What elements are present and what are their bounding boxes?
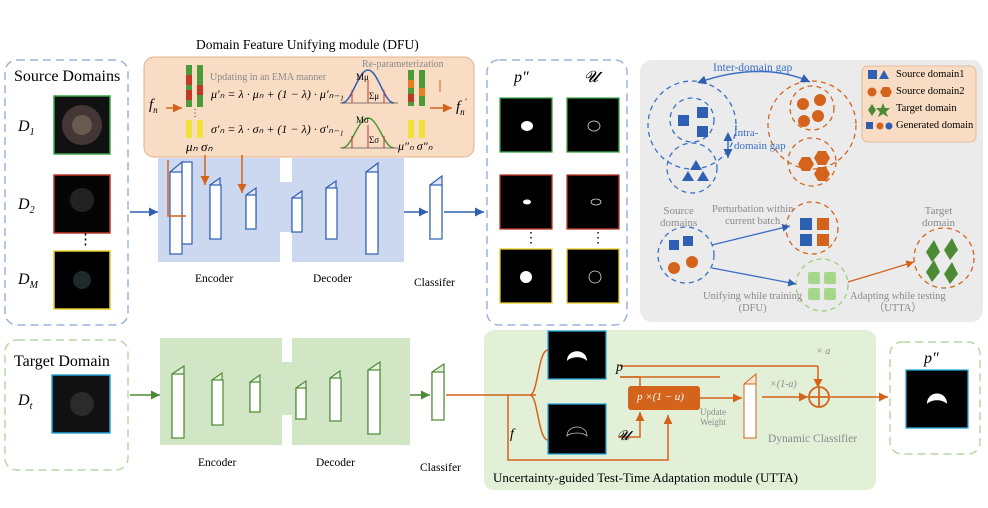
unifying-label: Unifying while training (DFU) bbox=[703, 291, 803, 314]
dfu-title: Domain Feature Unifying module (DFU) bbox=[196, 37, 419, 52]
target-decoder bbox=[295, 360, 381, 436]
col-u-label: 𝓤 bbox=[584, 69, 599, 86]
dfu-feature-right bbox=[408, 70, 425, 138]
source-encoder bbox=[169, 160, 257, 256]
dfu-feature-left: ⋮ bbox=[186, 65, 203, 138]
ema-note: Updating in an EMA manner bbox=[210, 72, 327, 83]
target-domain-panel bbox=[4, 339, 129, 471]
weight-op-label: p ×(1 − u) bbox=[637, 391, 684, 403]
legend-item-3: Target domain bbox=[896, 103, 957, 114]
svg-text:⋮: ⋮ bbox=[190, 108, 200, 119]
target-output-panel bbox=[889, 341, 981, 455]
update-weight-label: Update Weight bbox=[700, 407, 726, 428]
perturb-label: Perturbation within current batch bbox=[712, 204, 794, 227]
utta-f-label: f bbox=[510, 427, 514, 442]
target-classifier-label: Classifer bbox=[420, 462, 461, 474]
legend-item-2: Source domain2 bbox=[896, 86, 965, 97]
eq-mu: μ′ₙ = λ · μₙ + (1 − λ) · μ′ₙ₋₁ bbox=[211, 87, 344, 101]
reparam-note: Re-parameterization bbox=[362, 59, 444, 70]
intra-gap-label: Intra- domain gap bbox=[734, 127, 786, 152]
label-dt: Dt bbox=[18, 392, 33, 413]
mu-sigma-in: μₙ σₙ bbox=[186, 139, 213, 154]
sigma-mu-label: Σμ bbox=[369, 91, 380, 101]
inter-gap-label: Inter-domain gap bbox=[713, 62, 793, 74]
eq-sigma: σ′ₙ = λ · σₙ + (1 − λ) · σ′ₙ₋₁ bbox=[211, 122, 344, 136]
target-encoder bbox=[171, 364, 261, 440]
target-decoder-label: Decoder bbox=[316, 457, 355, 469]
gaussian-sigma bbox=[341, 117, 395, 149]
source-classifier-block bbox=[429, 174, 443, 241]
source-classifier-label: Classifer bbox=[414, 277, 455, 289]
source-decoder bbox=[291, 161, 379, 256]
label-d1: D1 bbox=[18, 118, 35, 139]
target-classifier-block bbox=[431, 362, 445, 422]
dfu-box bbox=[143, 56, 475, 158]
adapting-label: Adapting while testing （UTTA） bbox=[850, 291, 946, 314]
target-domain-title: Target Domain bbox=[14, 353, 110, 370]
source-domains-panel bbox=[4, 59, 129, 326]
sum-node bbox=[808, 386, 830, 408]
sigma-sigma-label: Σσ bbox=[369, 135, 380, 145]
gaussian-mu bbox=[341, 69, 395, 104]
col-p-label: p″ bbox=[514, 69, 529, 86]
times-1a-label: ×(1-a) bbox=[770, 379, 797, 390]
target-output-label: p″ bbox=[924, 350, 939, 367]
m-sigma-label: Mσ bbox=[356, 115, 369, 125]
f-out: fn′ bbox=[456, 97, 467, 117]
utta-p-label: p bbox=[616, 360, 623, 375]
label-dm: DM bbox=[18, 271, 38, 292]
f-in: fn bbox=[149, 97, 158, 115]
mu-sigma-out: μ″ₙ σ″ₙ bbox=[398, 139, 433, 153]
label-d2: D2 bbox=[18, 196, 35, 217]
times-a-label: × a bbox=[816, 346, 831, 357]
vdots-out-1: ⋮ bbox=[524, 231, 538, 246]
source-output-masks bbox=[499, 97, 620, 304]
utta-u-label: 𝓤 bbox=[617, 429, 630, 444]
legend-item-4: Generated domain bbox=[896, 120, 974, 131]
target-image-dt bbox=[51, 374, 111, 434]
source-encoder-label: Encoder bbox=[195, 273, 234, 285]
weight-op-box bbox=[628, 386, 700, 410]
utta-title: Uncertainty-guided Test-Time Adaptation … bbox=[493, 470, 798, 485]
outputs-panel bbox=[486, 59, 628, 326]
legend-item-1: Source domain1 bbox=[896, 69, 965, 80]
dynamic-classifier-label: Dynamic Classifier bbox=[768, 433, 858, 445]
source-domains-node-label: Source domains bbox=[660, 205, 698, 230]
vdots-source: ⋮ bbox=[78, 232, 93, 248]
utta-u-mask bbox=[547, 403, 607, 455]
vdots-out-2: ⋮ bbox=[591, 231, 605, 246]
source-domains-title: Source Domains bbox=[14, 68, 121, 85]
source-decoder-label: Decoder bbox=[313, 273, 352, 285]
dynamic-classifier-block bbox=[743, 372, 757, 440]
target-domain-node-label: Target domain bbox=[922, 205, 955, 230]
target-encoder-label: Encoder bbox=[198, 457, 237, 469]
m-mu-label: Mμ bbox=[356, 72, 369, 82]
